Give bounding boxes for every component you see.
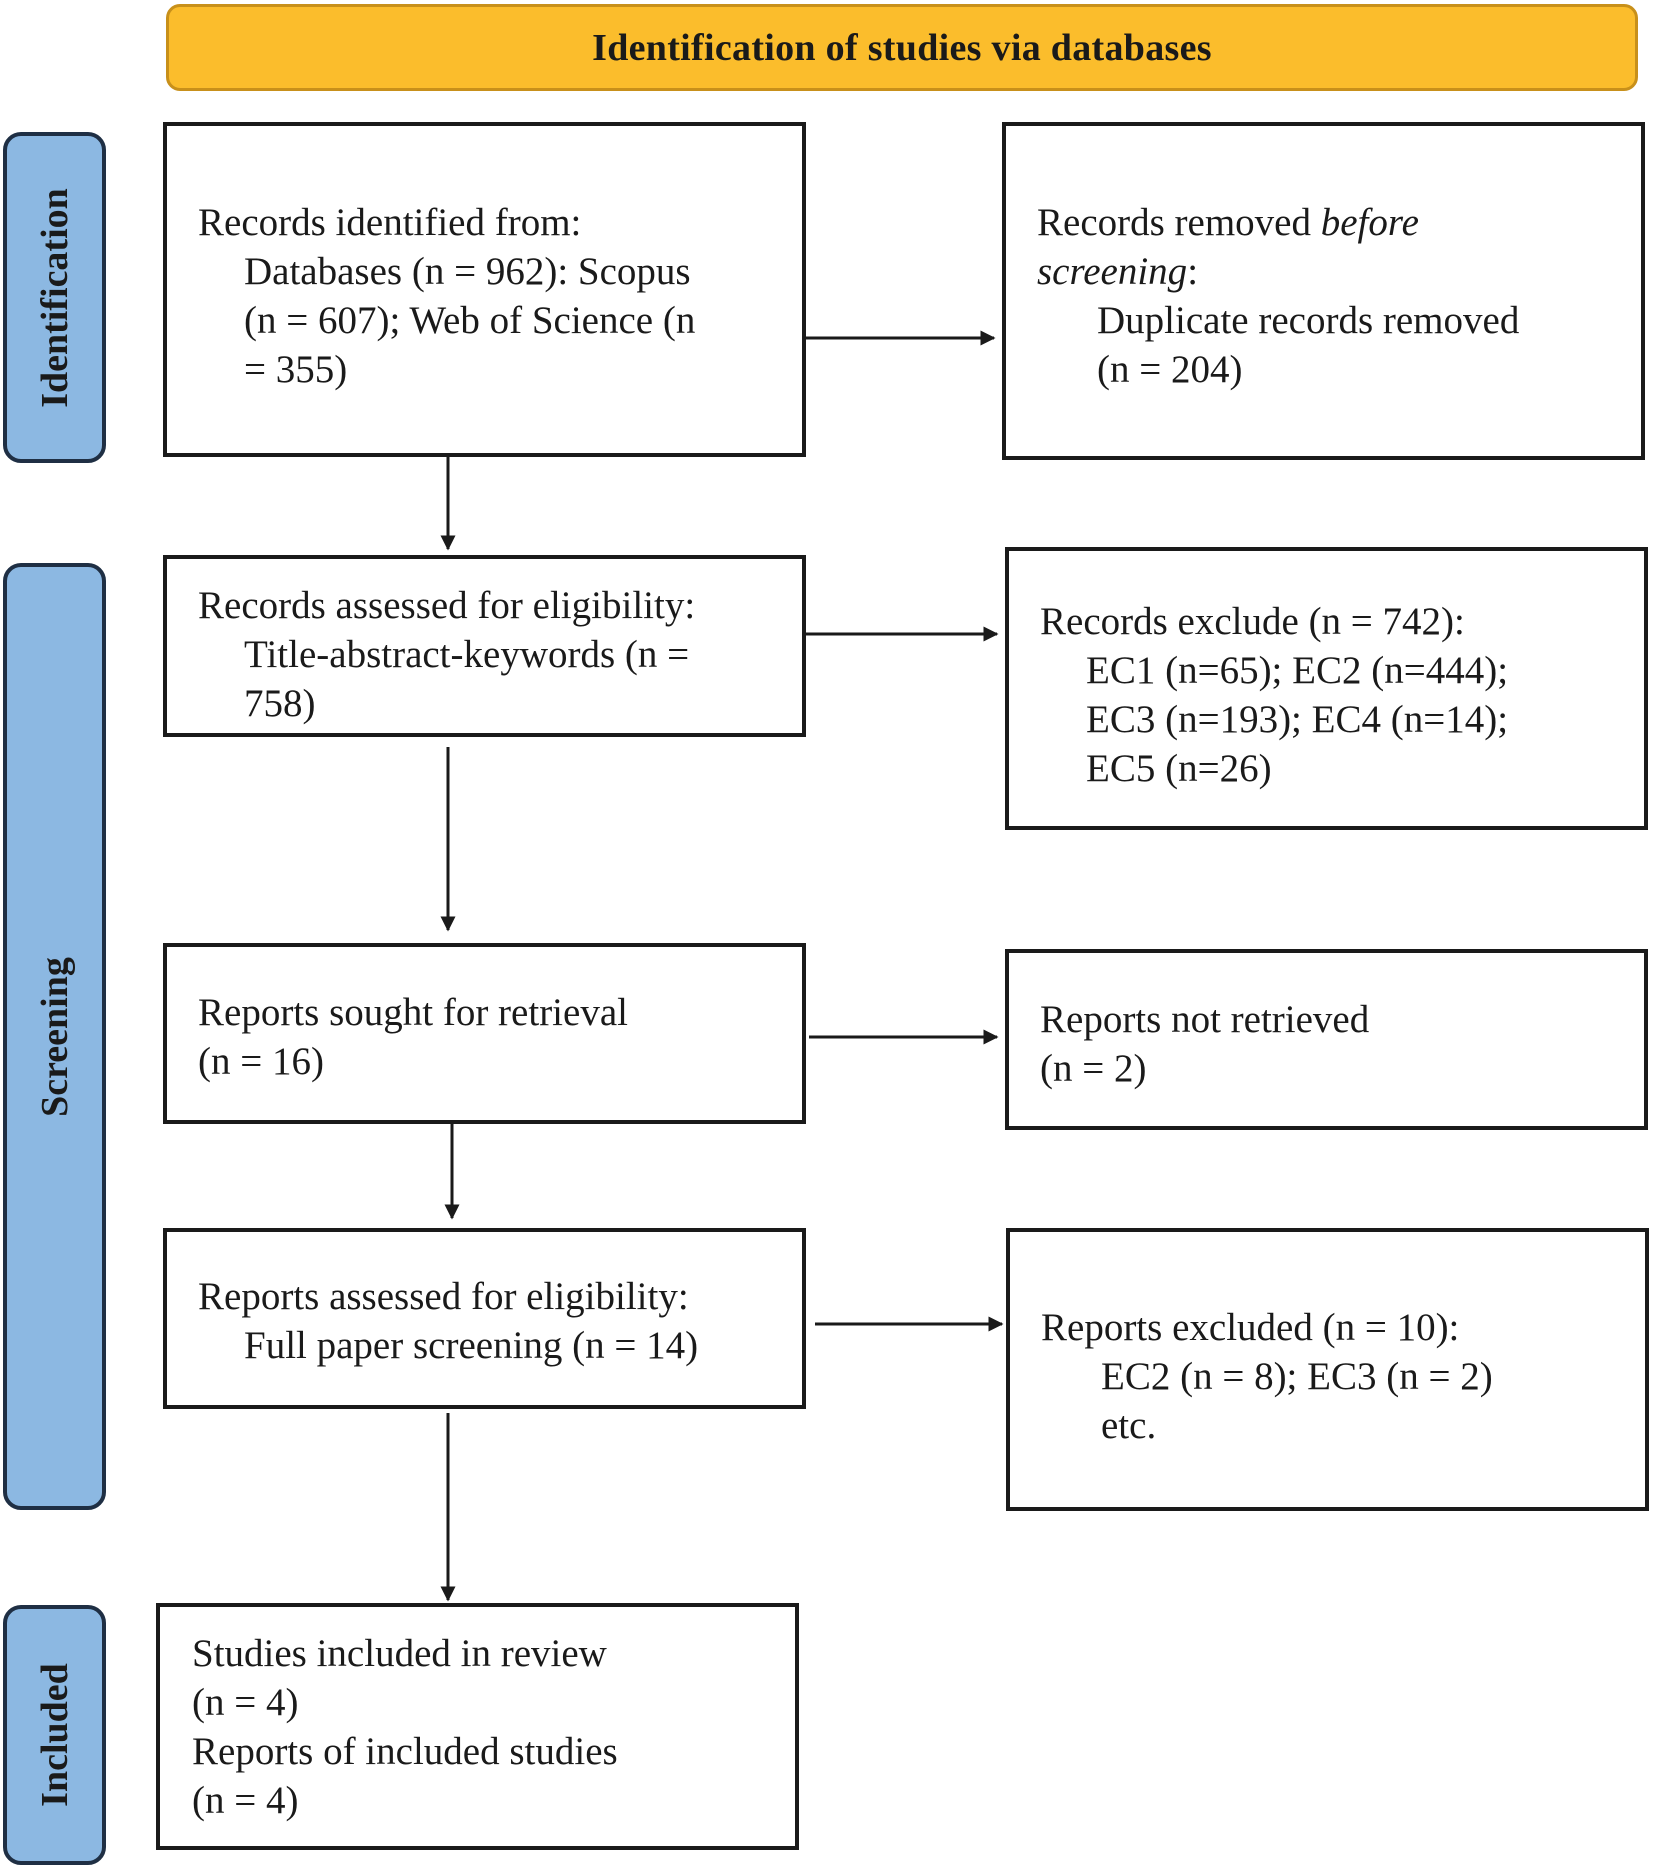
studies-included-line: (n = 4) — [192, 1681, 299, 1724]
records-excluded-heading: Records exclude (n = 742): — [1040, 600, 1465, 643]
phase-screening: Screening — [3, 563, 106, 1510]
records-excluded-line: EC3 (n=193); EC4 (n=14); — [1086, 698, 1509, 741]
records-identified-heading: Records identified from: — [198, 201, 582, 244]
records-removed-heading: Records removed before — [1037, 201, 1419, 244]
phase-identification: Identification — [3, 132, 106, 463]
records-identified-line: (n = 607); Web of Science (n — [244, 299, 696, 342]
reports-assessed-box: Reports assessed for eligibility: Full p… — [163, 1228, 806, 1409]
phase-included: Included — [3, 1605, 106, 1865]
records-assessed-line: Title-abstract-keywords (n = — [244, 633, 690, 676]
records-removed-box: Records removed before screening: Duplic… — [1002, 122, 1645, 460]
records-removed-line: Duplicate records removed — [1097, 299, 1520, 342]
reports-not-retrieved-line: Reports not retrieved — [1040, 998, 1370, 1041]
reports-excluded-heading: Reports excluded (n = 10): — [1041, 1306, 1460, 1349]
records-removed-heading-cont: screening: — [1037, 250, 1199, 293]
studies-included-line: (n = 4) — [192, 1779, 299, 1822]
records-identified-box: Records identified from: Databases (n = … — [163, 122, 806, 457]
reports-assessed-heading: Reports assessed for eligibility: — [198, 1275, 689, 1318]
records-excluded-line: EC5 (n=26) — [1086, 747, 1272, 790]
reports-sought-line: (n = 16) — [198, 1040, 324, 1083]
records-excluded-box: Records exclude (n = 742): EC1 (n=65); E… — [1005, 547, 1648, 830]
records-identified-line: = 355) — [244, 348, 348, 391]
header-title: Identification of studies via databases — [592, 26, 1212, 69]
reports-excluded-line: etc. — [1101, 1404, 1157, 1447]
studies-included-line: Reports of included studies — [192, 1730, 618, 1773]
reports-not-retrieved-line: (n = 2) — [1040, 1047, 1147, 1090]
records-assessed-line: 758) — [244, 682, 316, 725]
records-assessed-heading: Records assessed for eligibility: — [198, 584, 696, 627]
reports-not-retrieved-box: Reports not retrieved (n = 2) — [1005, 949, 1648, 1130]
studies-included-line: Studies included in review — [192, 1632, 607, 1675]
records-excluded-line: EC1 (n=65); EC2 (n=444); — [1086, 649, 1509, 692]
records-assessed-box: Records assessed for eligibility: Title-… — [163, 555, 806, 737]
records-identified-line: Databases (n = 962): Scopus — [244, 250, 691, 293]
reports-assessed-line: Full paper screening (n = 14) — [244, 1324, 699, 1367]
reports-sought-box: Reports sought for retrieval (n = 16) — [163, 943, 806, 1124]
header-banner: Identification of studies via databases — [166, 4, 1638, 91]
studies-included-box: Studies included in review (n = 4) Repor… — [156, 1603, 799, 1850]
reports-excluded-line: EC2 (n = 8); EC3 (n = 2) — [1101, 1355, 1493, 1398]
reports-excluded-box: Reports excluded (n = 10): EC2 (n = 8); … — [1006, 1228, 1649, 1511]
records-removed-line: (n = 204) — [1097, 348, 1243, 391]
reports-sought-line: Reports sought for retrieval — [198, 991, 628, 1034]
